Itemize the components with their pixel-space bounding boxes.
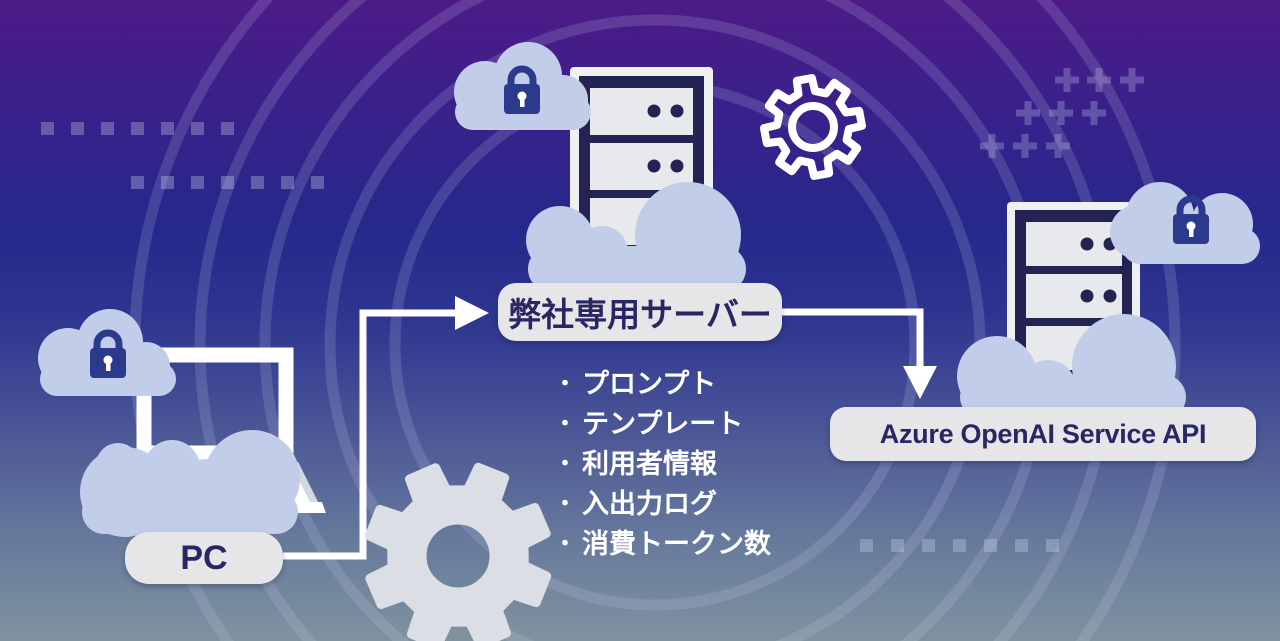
lock-icon bbox=[90, 329, 126, 378]
server-detail-list: ・ プロンプト ・ テンプレート ・ 利用者情報 ・ 入出力ログ ・ 消費トーク… bbox=[548, 364, 771, 564]
list-item-text: プロンプト bbox=[582, 369, 717, 399]
gear-outline-icon bbox=[760, 74, 866, 180]
flow-arrow-server-to-azure bbox=[780, 308, 937, 399]
list-item: ・ 利用者情報 bbox=[548, 444, 771, 484]
flow-arrow-pc-to-server bbox=[283, 296, 489, 560]
bullet-point: ・ bbox=[553, 531, 576, 556]
pc-label-text: PC bbox=[180, 538, 228, 577]
list-item-text: 入出力ログ bbox=[582, 489, 717, 519]
arrow-head-right bbox=[455, 296, 489, 330]
lock-cloud-icon-pc bbox=[38, 309, 176, 396]
node-label-azure: Azure OpenAI Service API bbox=[830, 407, 1256, 461]
list-item: ・ 入出力ログ bbox=[548, 484, 771, 524]
list-item-text: 利用者情報 bbox=[582, 449, 717, 479]
plus-signs-decor bbox=[980, 68, 1144, 158]
bullet-point: ・ bbox=[553, 451, 576, 476]
lock-icon bbox=[1173, 195, 1209, 244]
list-item-text: テンプレート bbox=[582, 409, 744, 439]
node-label-pc: PC bbox=[125, 532, 283, 584]
cloud-icon-pc-bottom bbox=[80, 430, 300, 537]
bullet-point: ・ bbox=[553, 371, 576, 396]
cloud-icon-server-bottom bbox=[526, 182, 746, 292]
lock-icon bbox=[504, 65, 540, 114]
lock-cloud-icon-server bbox=[454, 42, 591, 130]
list-item-text: 消費トークン数 bbox=[582, 529, 771, 559]
server-label-text: 弊社専用サーバー bbox=[508, 296, 772, 333]
list-item: ・ 消費トークン数 bbox=[548, 524, 771, 564]
arrow-head-down bbox=[903, 366, 937, 399]
bullet-point: ・ bbox=[553, 411, 576, 436]
node-label-server: 弊社専用サーバー bbox=[498, 283, 782, 341]
list-item: ・ プロンプト bbox=[548, 364, 771, 404]
dotted-squares-decor bbox=[41, 122, 1059, 552]
azure-label-text: Azure OpenAI Service API bbox=[879, 418, 1207, 449]
gear-solid-icon bbox=[364, 462, 552, 641]
lock-cloud-icon-azure bbox=[1110, 182, 1260, 264]
bullet-point: ・ bbox=[553, 491, 576, 516]
list-item: ・ テンプレート bbox=[548, 404, 771, 444]
